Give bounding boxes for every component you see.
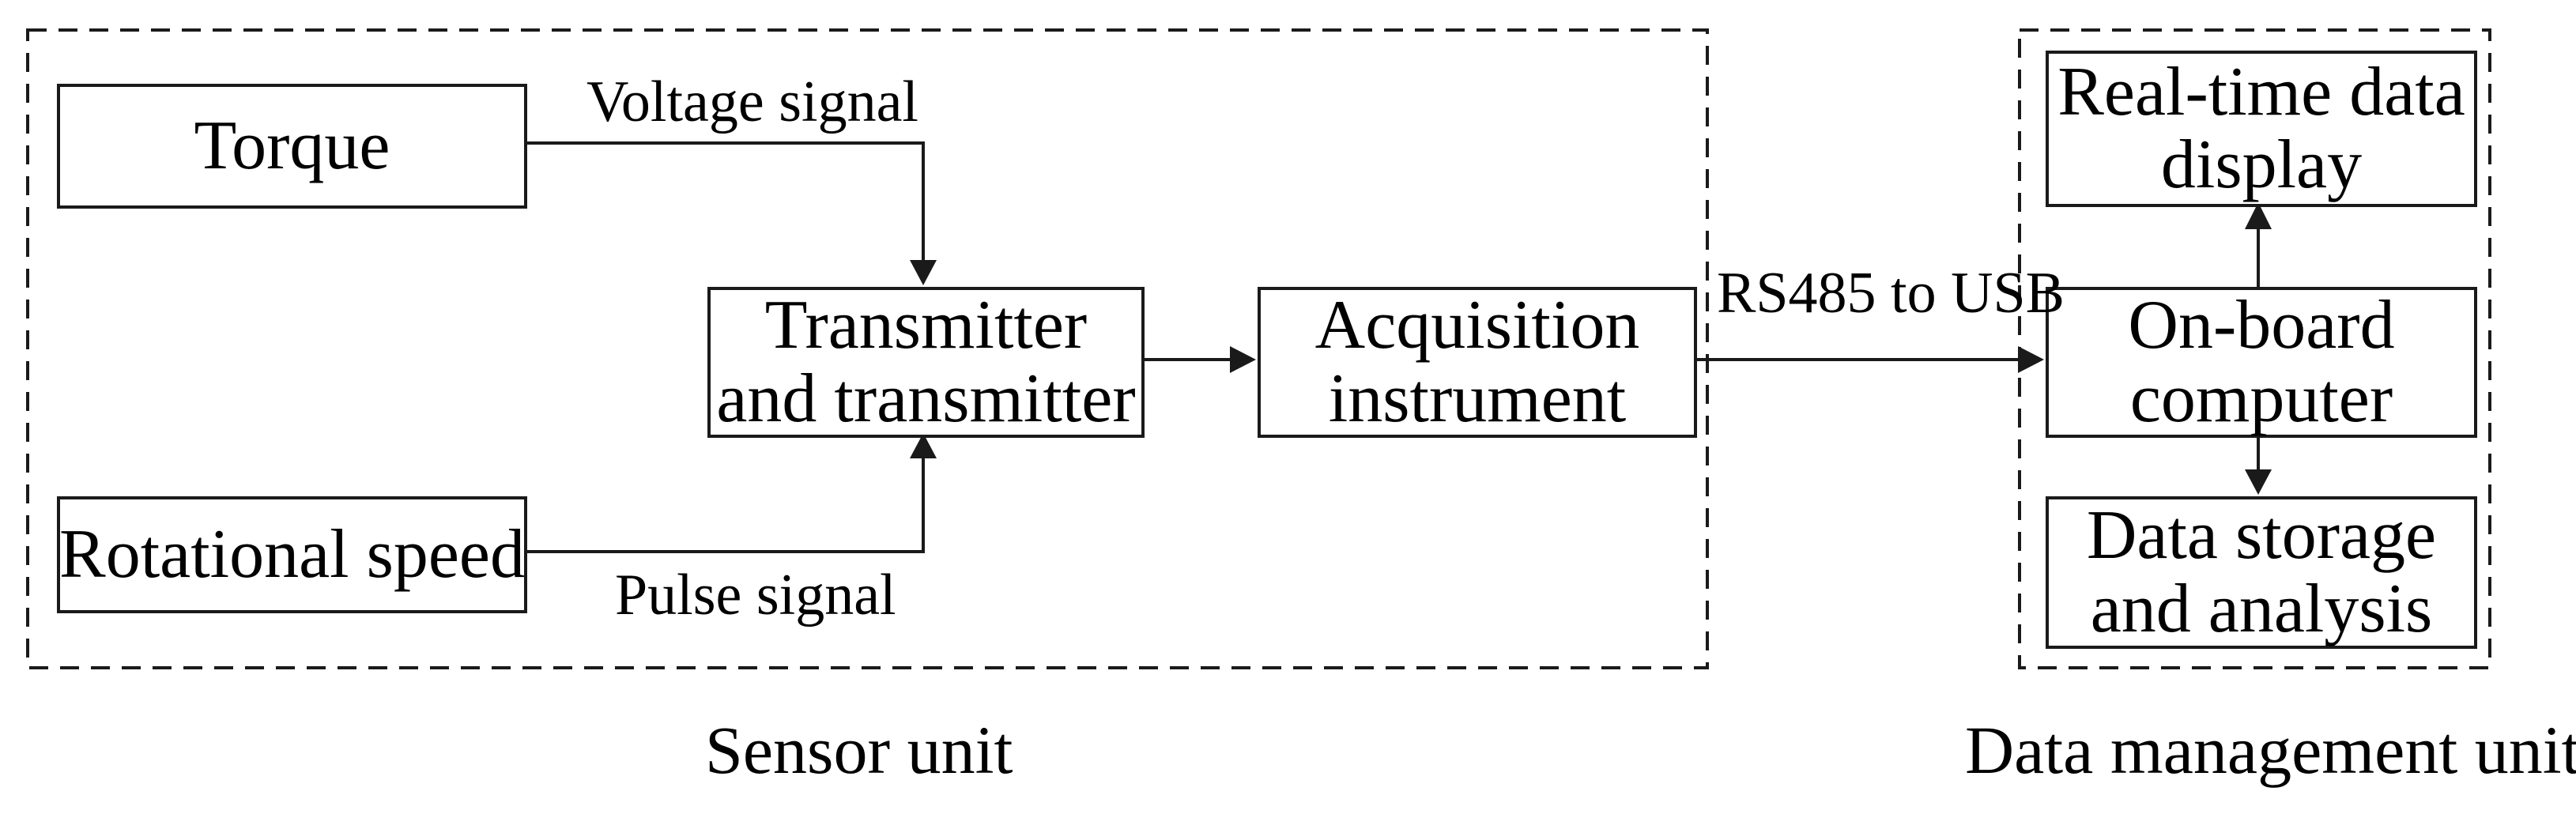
pulse-signal-connector [521, 457, 925, 553]
node-acquisition-label-line1: Acquisition [1314, 287, 1640, 364]
sensor-unit-frame [26, 28, 1709, 669]
node-transmitter: Transmitter and transmitter [707, 287, 1145, 438]
pulse-signal-label: Pulse signal [615, 563, 896, 627]
node-rotational-speed-label: Rotational speed [59, 515, 525, 593]
voltage-signal-connector [521, 141, 925, 262]
rs485-arrowhead-icon [2018, 346, 2044, 373]
pulse-signal-arrowhead-icon [910, 433, 937, 458]
data-management-unit-caption: Data management unit [1965, 712, 2576, 788]
node-realtime-label-line1: Real-time data [2057, 53, 2465, 130]
node-realtime-data-display: Real-time data display [2046, 51, 2477, 207]
node-transmitter-label-line2: and transmitter [716, 360, 1136, 437]
onboard-storage-arrowhead-icon [2245, 469, 2272, 495]
node-acquisition-instrument: Acquisition instrument [1258, 287, 1697, 438]
voltage-signal-label: Voltage signal [586, 70, 918, 134]
node-storage-label-line1: Data storage [2086, 497, 2437, 575]
node-storage-label-line2: and analysis [2090, 570, 2433, 647]
node-realtime-label-line2: display [2160, 126, 2363, 203]
node-torque: Torque [57, 84, 527, 209]
node-onboard-label-line2: computer [2129, 360, 2393, 437]
onboard-display-arrowhead-icon [2245, 202, 2272, 229]
sensor-unit-caption: Sensor unit [705, 712, 1013, 788]
rs485-to-usb-label: RS485 to USB [1717, 261, 2065, 326]
node-transmitter-label-line1: Transmitter [764, 287, 1088, 364]
voltage-signal-arrowhead-icon [910, 260, 937, 285]
node-onboard-computer: On-board computer [2046, 287, 2477, 438]
transmitter-acquisition-arrowhead-icon [1230, 346, 1256, 373]
node-onboard-label-line1: On-board [2128, 287, 2395, 364]
node-rotational-speed: Rotational speed [57, 496, 527, 613]
node-data-storage: Data storage and analysis [2046, 496, 2477, 649]
node-torque-label: Torque [194, 107, 390, 184]
node-acquisition-label-line2: instrument [1328, 360, 1627, 437]
